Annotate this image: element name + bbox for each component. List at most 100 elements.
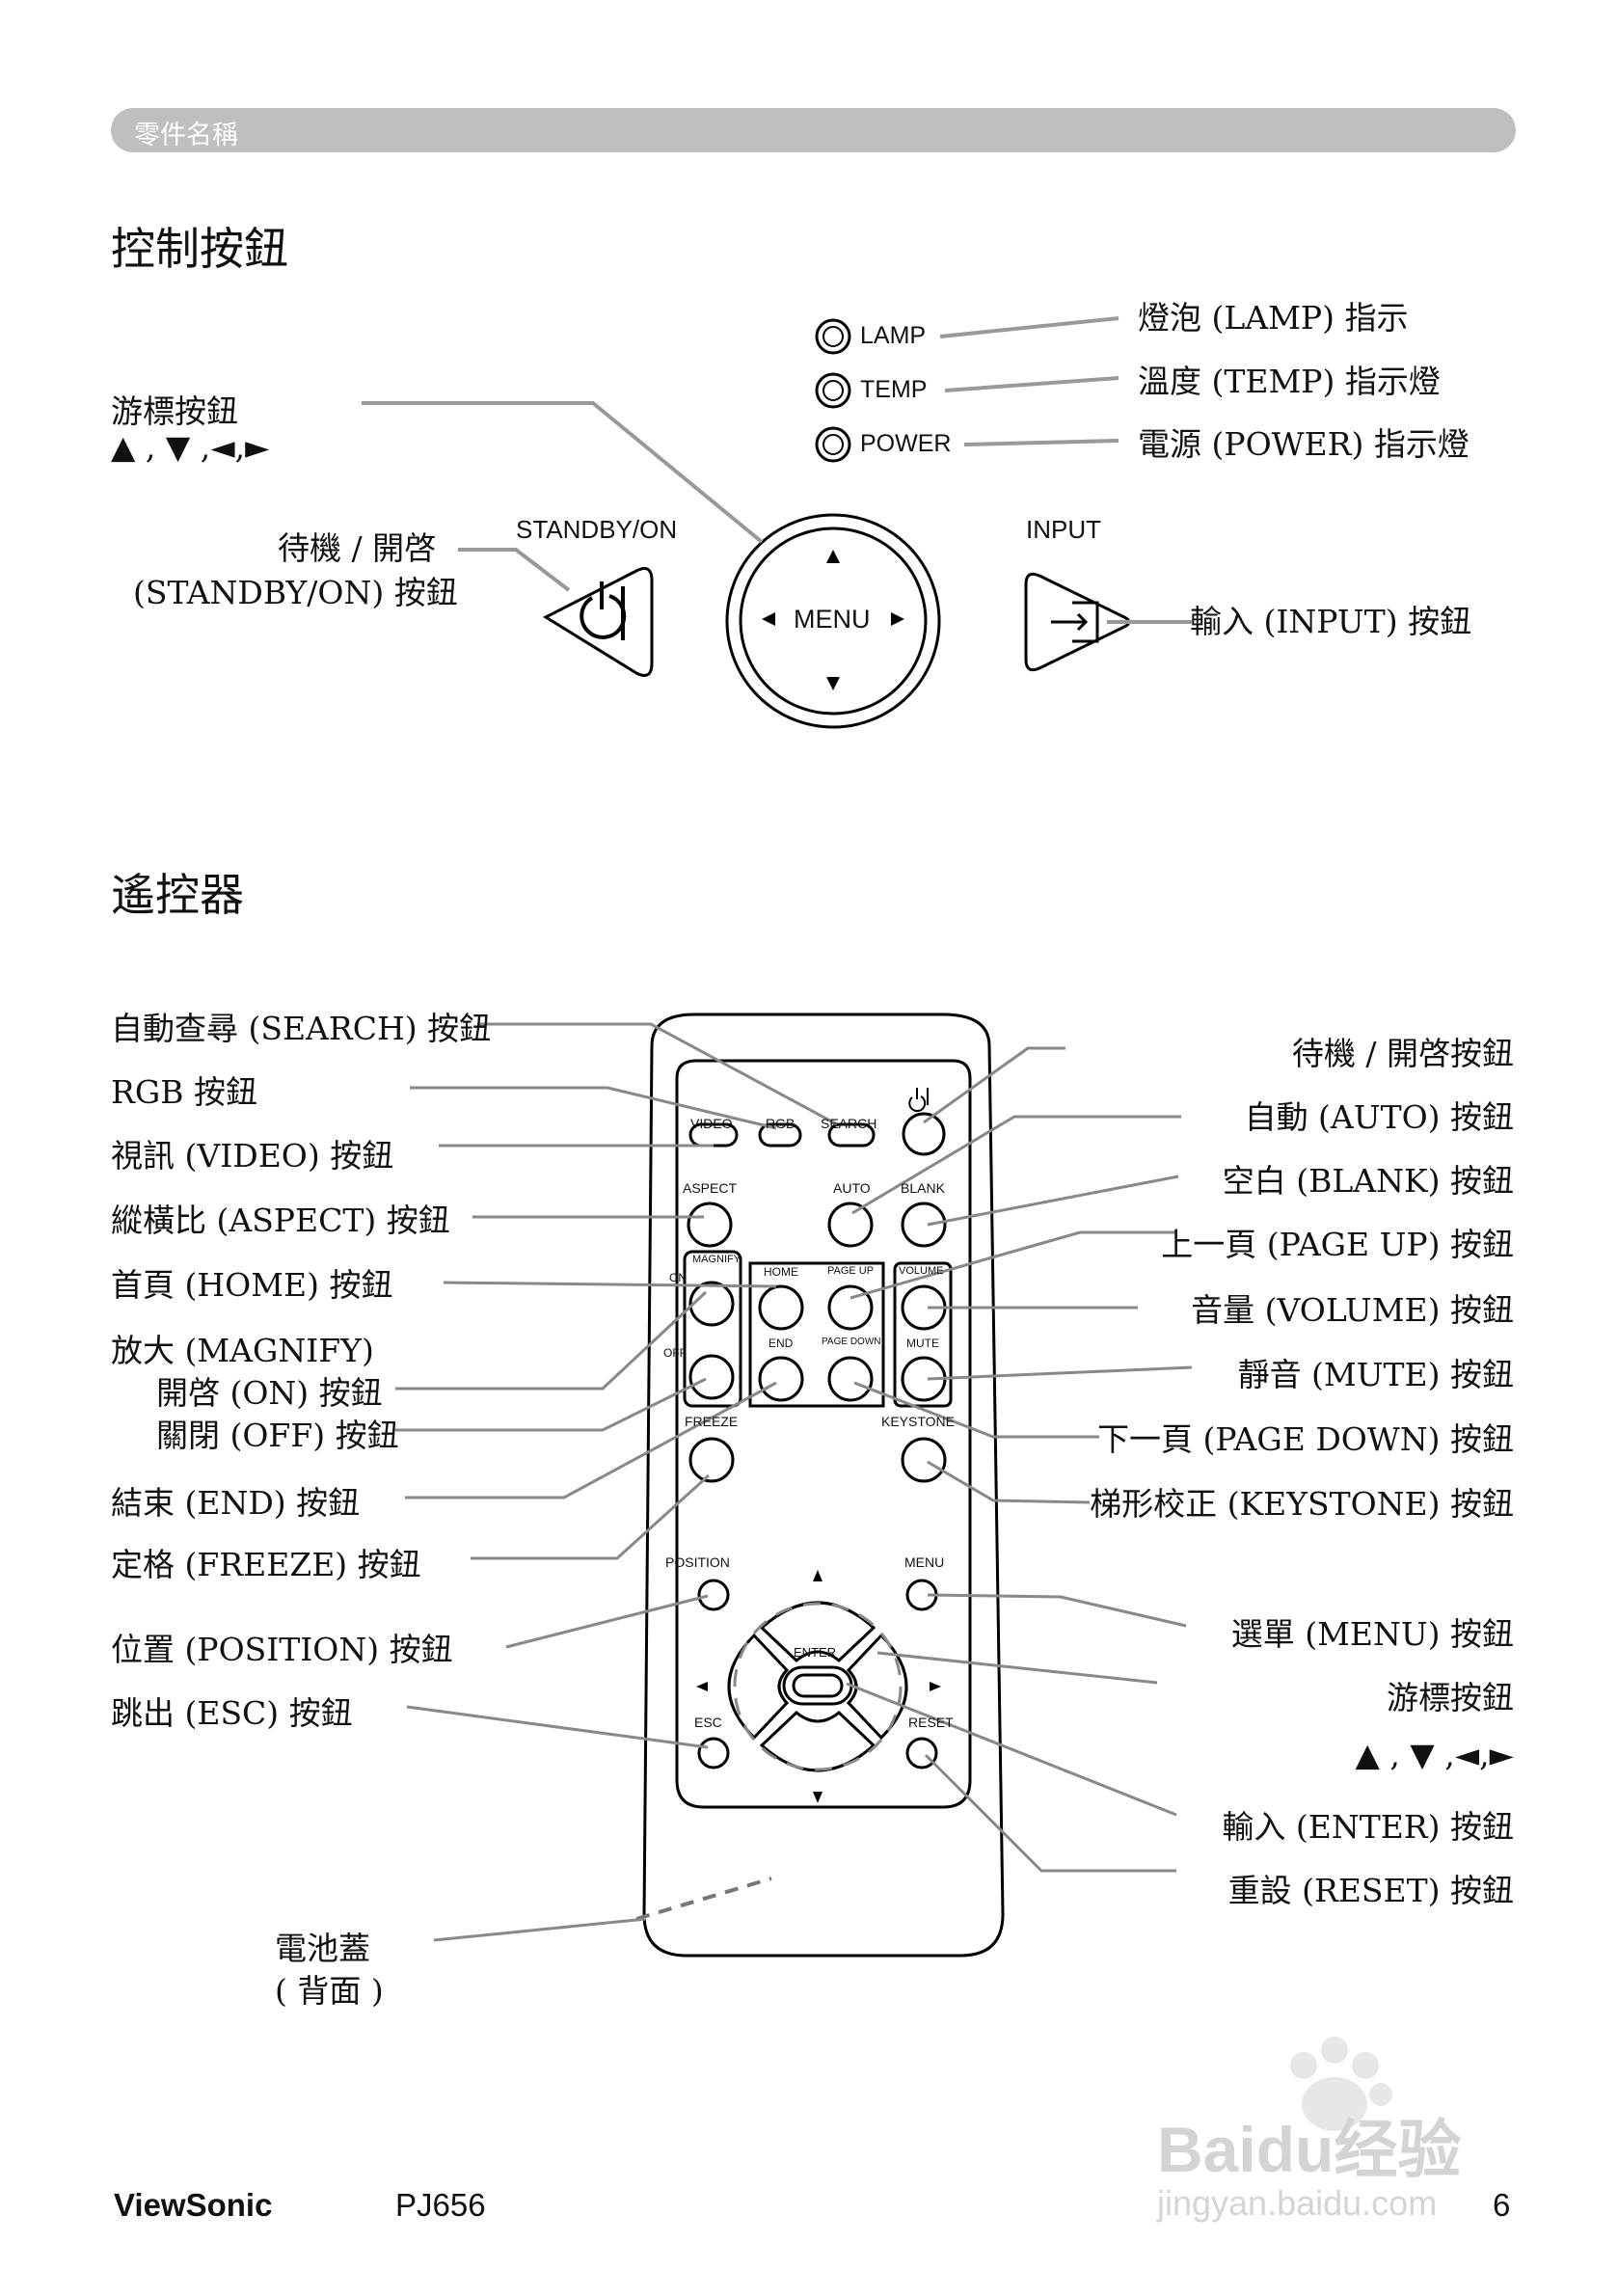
freeze-callout: 定格 (FREEZE) 按鈕 bbox=[111, 1546, 421, 1583]
end-button-label: END bbox=[769, 1337, 794, 1350]
power-callout: 電源 (POWER) 指示燈 bbox=[1138, 425, 1470, 463]
end-callout: 結束 (END) 按鈕 bbox=[111, 1484, 361, 1522]
right-arrow-icon bbox=[891, 612, 904, 626]
auto-button-label: AUTO bbox=[833, 1180, 871, 1196]
aspect-button bbox=[687, 1202, 733, 1248]
magnify-group-box bbox=[683, 1250, 742, 1408]
input-callout: 輸入 (INPUT) 按鈕 bbox=[1190, 603, 1472, 640]
magnify-on-button bbox=[688, 1281, 735, 1327]
home-group-box bbox=[748, 1261, 885, 1408]
auto-callout: 自動 (AUTO) 按鈕 bbox=[1244, 1098, 1514, 1136]
menu-dial-outer bbox=[725, 513, 941, 729]
esc-callout: 跳出 (ESC) 按鈕 bbox=[111, 1694, 353, 1732]
magnify-button-label: MAGNIFY bbox=[692, 1254, 742, 1265]
enter-button-label: ENTER bbox=[794, 1645, 837, 1660]
battery-cover-callout: 電池蓋 bbox=[275, 1930, 370, 1967]
cursor-callout-title: 游標按鈕 bbox=[111, 392, 238, 430]
off-button-label: OFF bbox=[663, 1346, 687, 1360]
esc-button-label: ESC bbox=[694, 1715, 722, 1730]
search-callout: 自動查尋 (SEARCH) 按鈕 bbox=[111, 1010, 492, 1047]
left-arrow-icon bbox=[762, 612, 775, 626]
remote-down-arrow-icon bbox=[813, 1792, 822, 1803]
keystone-button bbox=[901, 1437, 947, 1483]
input-panel-label: INPUT bbox=[1026, 515, 1101, 544]
standby-remote-callout: 待機 / 開啓按鈕 bbox=[1291, 1035, 1514, 1072]
nav-pad bbox=[727, 1601, 908, 1772]
lamp-indicator-icon bbox=[815, 318, 851, 355]
page-down-button bbox=[827, 1356, 874, 1402]
section-header-text: 零件名稱 bbox=[134, 121, 238, 150]
position-button bbox=[697, 1579, 730, 1611]
temp-indicator-icon bbox=[815, 372, 851, 409]
magnify-off-callout: 關閉 (OFF) 按鈕 bbox=[156, 1417, 399, 1454]
lamp-panel-label: LAMP bbox=[860, 322, 927, 349]
home-button bbox=[758, 1284, 804, 1331]
enter-callout: 輸入 (ENTER) 按鈕 bbox=[1222, 1808, 1514, 1846]
reset-button bbox=[905, 1737, 938, 1769]
standby-panel-label: STANDBY/ON bbox=[516, 515, 678, 544]
end-button bbox=[758, 1356, 804, 1402]
standby-remote-button bbox=[902, 1112, 946, 1156]
footer-page-number: 6 bbox=[1493, 2187, 1511, 2223]
menu-remote-button-label: MENU bbox=[904, 1554, 945, 1570]
menu-dial-inner bbox=[739, 527, 928, 716]
remote-body bbox=[642, 1013, 1005, 1958]
freeze-button bbox=[688, 1437, 735, 1483]
auto-button bbox=[827, 1202, 874, 1248]
watermark-url: jingyan.baidu.com bbox=[1157, 2183, 1438, 2223]
remote-panel bbox=[675, 1059, 972, 1809]
page-up-button-label: PAGE UP bbox=[827, 1265, 875, 1277]
power-indicator-icon bbox=[815, 426, 851, 463]
remote-right-arrow-icon bbox=[930, 1682, 941, 1691]
footer-model: PJ656 bbox=[395, 2187, 486, 2223]
down-arrow-icon bbox=[826, 677, 840, 690]
power-symbol-icon bbox=[580, 581, 627, 640]
remote-power-symbol-icon bbox=[908, 1088, 929, 1113]
rgb-button-label: RGB bbox=[766, 1116, 796, 1131]
home-button-label: HOME bbox=[764, 1265, 798, 1279]
cursor-remote-callout-arrows: ▲ , ▼ ,◄,► bbox=[1355, 1736, 1514, 1773]
reset-callout: 重設 (RESET) 按鈕 bbox=[1227, 1872, 1514, 1909]
aspect-callout: 縱橫比 (ASPECT) 按鈕 bbox=[111, 1202, 450, 1239]
video-callout: 視訊 (VIDEO) 按鈕 bbox=[111, 1137, 394, 1175]
menu-remote-callout: 選單 (MENU) 按鈕 bbox=[1230, 1615, 1514, 1653]
freeze-button-label: FREEZE bbox=[685, 1414, 739, 1429]
search-button-label: SEARCH bbox=[821, 1116, 877, 1131]
volume-group-box bbox=[893, 1261, 953, 1408]
battery-cover-outline bbox=[635, 1877, 772, 1921]
rgb-button bbox=[758, 1122, 802, 1148]
battery-cover-callout-back: ( 背面 ) bbox=[275, 1972, 384, 2010]
lamp-callout: 燈泡 (LAMP) 指示 bbox=[1138, 299, 1409, 337]
magnify-off-button bbox=[688, 1354, 735, 1400]
cursor-callout-arrows: ▲ , ▼ ,◄,► bbox=[111, 428, 270, 466]
mute-callout: 靜音 (MUTE) 按鈕 bbox=[1237, 1356, 1514, 1393]
blank-callout: 空白 (BLANK) 按鈕 bbox=[1222, 1162, 1514, 1200]
blank-button-label: BLANK bbox=[901, 1180, 945, 1196]
standby-button-shape bbox=[542, 567, 654, 677]
keystone-callout: 梯形校正 (KEYSTONE) 按鈕 bbox=[1090, 1485, 1514, 1523]
watermark-text: Baidu经验 bbox=[1157, 2114, 1462, 2185]
aspect-button-label: ASPECT bbox=[683, 1180, 738, 1196]
cursor-remote-callout-title: 游標按鈕 bbox=[1387, 1679, 1514, 1716]
page-down-button-label: PAGE DOWN bbox=[822, 1337, 881, 1347]
volume-button-label: VOLUME bbox=[899, 1265, 944, 1277]
page-up-button bbox=[827, 1284, 874, 1331]
remote-title: 遙控器 bbox=[111, 869, 244, 921]
keystone-button-label: KEYSTONE bbox=[881, 1414, 955, 1429]
search-button bbox=[827, 1122, 876, 1148]
input-symbol-icon bbox=[1051, 601, 1099, 643]
volume-callout: 音量 (VOLUME) 按鈕 bbox=[1191, 1291, 1514, 1329]
reset-button-label: RESET bbox=[908, 1715, 954, 1730]
temp-callout: 溫度 (TEMP) 指示燈 bbox=[1138, 363, 1441, 400]
remote-up-arrow-icon bbox=[813, 1570, 822, 1581]
position-button-label: POSITION bbox=[665, 1554, 730, 1570]
standby-callout-line1: 待機 / 開啓 bbox=[278, 529, 437, 567]
power-panel-label: POWER bbox=[860, 430, 952, 457]
home-callout: 首頁 (HOME) 按鈕 bbox=[111, 1266, 393, 1304]
temp-panel-label: TEMP bbox=[860, 376, 928, 403]
rgb-callout: RGB 按鈕 bbox=[111, 1073, 257, 1111]
video-button-label: VIDEO bbox=[690, 1116, 733, 1131]
footer-brand: ViewSonic bbox=[114, 2187, 273, 2223]
position-callout: 位置 (POSITION) 按鈕 bbox=[111, 1631, 453, 1668]
